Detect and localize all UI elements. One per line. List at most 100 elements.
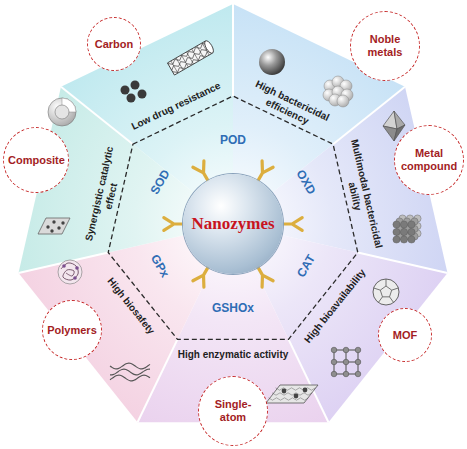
illustration-part: [203, 39, 215, 54]
illustration-part: [259, 49, 285, 75]
illustration-part: [282, 389, 287, 394]
illustration-part: [52, 220, 55, 223]
material-circle: Metal compound: [394, 125, 464, 195]
illustration-part: [172, 50, 212, 75]
illustration-part: [61, 221, 64, 224]
illustration-part: [355, 347, 361, 353]
illustration-part: [176, 58, 183, 70]
illustration-part: [294, 394, 299, 399]
inner-dashed-heptagon: [108, 96, 358, 339]
graphene-sheet: [266, 385, 318, 403]
illustration-part: [400, 221, 407, 228]
node-text: Single-atom: [205, 398, 261, 423]
illustration-part: [331, 347, 337, 353]
illustration-part: [343, 347, 349, 353]
antibody-group: [164, 161, 302, 287]
illustration-part: [127, 94, 136, 103]
illustration-part: [276, 388, 316, 390]
illustration-part: [380, 286, 391, 297]
antibody: [256, 264, 273, 287]
illustration-part: [38, 218, 70, 234]
illustration-part: [331, 359, 337, 365]
enzyme-label: POD: [220, 133, 246, 147]
illustration-part: [400, 236, 407, 243]
illustration-part: [390, 297, 394, 303]
node-text: Metal compound: [401, 147, 457, 172]
sector-divider: [232, 4, 234, 96]
illustration-part: [272, 393, 312, 395]
illustration-part: [131, 81, 140, 90]
polymer-chains: [110, 363, 150, 381]
material-circle: Carbon: [87, 17, 141, 71]
illustration-part: [121, 86, 130, 95]
illustration-part: [355, 371, 361, 377]
node-text: MOF: [393, 329, 417, 342]
illustration-part: [57, 226, 60, 229]
illustration-part: [374, 288, 381, 290]
sector-divider: [333, 87, 405, 144]
node-text: Noble metals: [357, 33, 413, 58]
illustration-part: [138, 90, 147, 99]
illustration-part: [171, 61, 178, 73]
illustration-part: [331, 371, 337, 377]
illustration-part: [181, 55, 188, 67]
illustration-part: [61, 263, 78, 280]
material-circle: Composite: [3, 127, 69, 193]
enzyme-label: GSHOx: [212, 301, 254, 315]
material-illustrations: [38, 39, 421, 403]
illustration-part: [110, 363, 150, 369]
illustration-part: [337, 95, 349, 107]
sector-divider: [138, 339, 178, 422]
illustration-part: [187, 52, 194, 64]
illustration-part: [46, 225, 49, 228]
illustration-part: [393, 236, 400, 243]
illustration-part: [392, 288, 399, 290]
carbon-dots: [121, 81, 147, 103]
illustration-part: [378, 297, 382, 303]
illustration-part: [393, 221, 400, 228]
illustration-part: [303, 388, 308, 393]
illustration-part: [343, 359, 349, 365]
illustration-part: [110, 375, 150, 381]
node-text: Composite: [8, 154, 64, 167]
illustration-part: [393, 228, 400, 235]
illustration-part: [373, 279, 399, 305]
illustration-part: [73, 276, 77, 280]
nanotube: [167, 39, 215, 75]
illustration-part: [408, 221, 415, 228]
core-shell: [48, 98, 76, 126]
property-label: High enzymatic activity: [177, 349, 289, 361]
noble-sphere: [259, 49, 285, 75]
illustration-part: [355, 359, 361, 365]
polymer-ball: [58, 260, 82, 284]
illustration-part: [386, 279, 387, 286]
material-circle: Noble metals: [350, 11, 420, 81]
node-text: Nanozymes: [191, 214, 274, 234]
illustration-part: [50, 229, 53, 232]
noble-cluster: [323, 76, 353, 107]
framework-grid: [331, 347, 361, 377]
illustration-part: [343, 371, 349, 377]
illustration-part: [400, 228, 407, 235]
illustration-part: [269, 398, 309, 400]
cube-lattice: [393, 215, 421, 243]
illustration-part: [197, 46, 204, 58]
material-circle: Polymers: [42, 300, 102, 360]
sector-group: [19, 4, 448, 422]
composite-sheet: [38, 218, 70, 234]
illustration-part: [62, 264, 66, 268]
node-text: Carbon: [95, 38, 134, 51]
sector-divider: [358, 252, 448, 272]
node-text: Polymers: [47, 324, 97, 337]
illustration-part: [168, 42, 208, 67]
illustration-part: [266, 385, 318, 403]
illustration-part: [110, 369, 150, 375]
material-circle: Single-atom: [198, 376, 268, 446]
nanozyme-core: Nanozymes: [183, 174, 283, 274]
illustration-part: [55, 105, 69, 119]
sector-divider: [289, 339, 329, 422]
illustration-part: [58, 260, 82, 284]
illustration-part: [408, 228, 415, 235]
illustration-part: [75, 266, 79, 270]
